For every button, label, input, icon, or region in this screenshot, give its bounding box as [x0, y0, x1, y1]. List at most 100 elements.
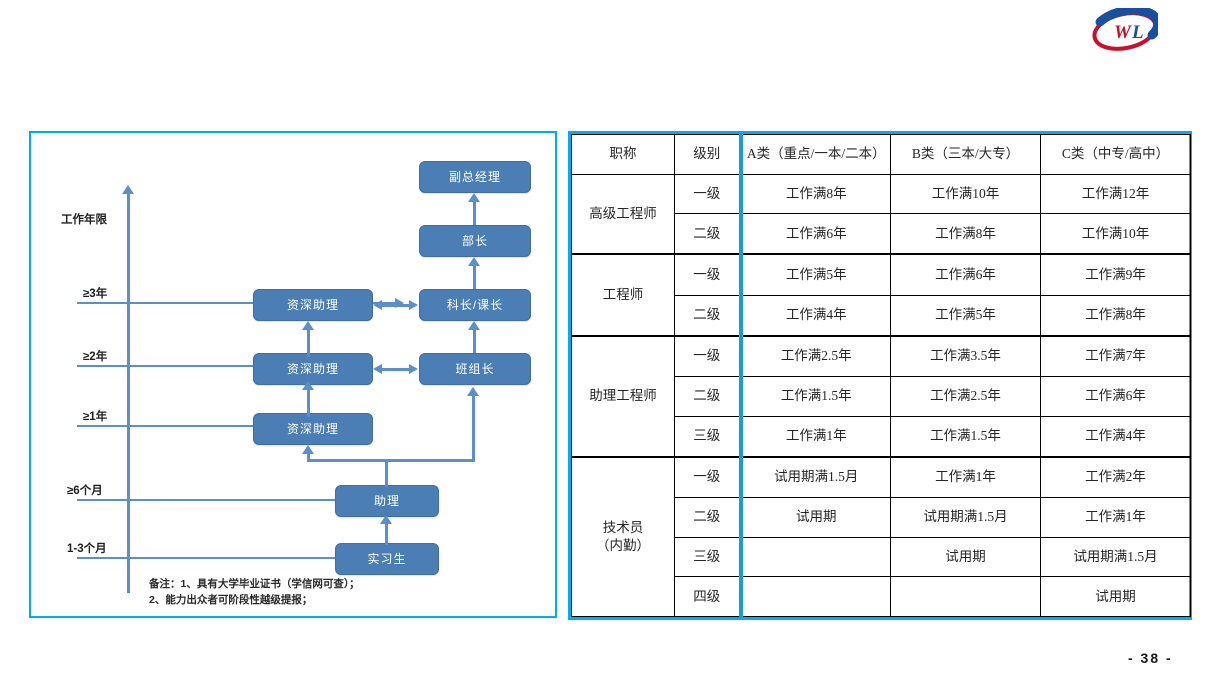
node-intern[interactable]: 实习生 [335, 543, 439, 575]
wl-logo: W L [1092, 5, 1163, 54]
connector-director-to-vicegm [473, 201, 476, 229]
connector-bus-to-teamleader [472, 395, 475, 461]
requirement-cell-a [740, 576, 891, 617]
job-title-cell-2: 助理工程师 [571, 334, 675, 458]
arrow-sa3-left [373, 300, 382, 310]
axis-tick-label-1: ≥2年 [83, 351, 108, 363]
connector-assistant-bus [307, 459, 475, 462]
node-section-chief[interactable]: 科长/课长 [419, 289, 531, 321]
node-director[interactable]: 部长 [419, 225, 531, 257]
connector-teamleader-to-chief [473, 329, 476, 357]
arrow-chief-to-director [468, 257, 480, 266]
page-number: - 38 - [1128, 650, 1173, 666]
table-row: 技术员（内勤）一级试用期满1.5月工作满1年工作满2年 [571, 455, 1191, 617]
table-row: 二级工作满1.5年工作满2.5年工作满6年 [572, 376, 1191, 417]
requirement-cell-c: 工作满9年 [1040, 253, 1191, 296]
tick-line-13m [77, 557, 345, 559]
tick-line-2y [77, 365, 263, 367]
svg-text:W: W [1114, 22, 1132, 43]
requirement-cell-a: 工作满6年 [740, 213, 891, 255]
requirement-cell-b: 试用期满1.5月 [890, 497, 1041, 538]
requirement-cell-b: 工作满3.5年 [890, 334, 1041, 378]
table-row: 助理工程师一级工作满2.5年工作满3.5年工作满7年 [571, 334, 1191, 458]
requirement-cell-b: 工作满1.5年 [890, 415, 1041, 458]
requirement-cell-c: 工作满12年 [1040, 173, 1191, 215]
requirement-cell-a: 工作满8年 [740, 173, 891, 215]
requirement-cell-c: 试用期 [1040, 576, 1191, 617]
node-senior-assistant-1[interactable]: 资深助理 [253, 413, 373, 445]
level-cell: 一级 [674, 253, 743, 296]
requirement-cell-b: 试用期 [890, 536, 1041, 578]
table-header-cell-3: B类（三本/大专） [890, 134, 1041, 175]
table-row: 工程师一级工作满5年工作满6年工作满9年 [571, 253, 1191, 337]
arrow-teamleader-right [409, 364, 418, 374]
level-cell: 一级 [674, 334, 743, 378]
requirement-cell-a: 试用期满1.5月 [740, 455, 891, 499]
tick-line-3y [77, 302, 397, 304]
table-row: 高级工程师一级工作满8年工作满10年工作满12年 [571, 173, 1191, 255]
requirement-cell-a: 工作满2.5年 [740, 334, 891, 378]
axis-tick-label-2: ≥1年 [83, 411, 108, 423]
node-senior-assistant-3[interactable]: 资深助理 [253, 289, 373, 321]
requirement-cell-c: 工作满1年 [1040, 497, 1191, 538]
requirement-cell-c: 工作满6年 [1040, 376, 1191, 417]
table-header-cell-2: A类（重点/一本/二本） [740, 134, 891, 175]
node-senior-assistant-2[interactable]: 资深助理 [253, 353, 373, 385]
requirement-cell-c: 试用期满1.5月 [1040, 536, 1191, 578]
level-cell: 一级 [674, 455, 743, 499]
requirement-cell-a: 工作满1年 [740, 415, 891, 458]
table-header-cell-0: 职称 [571, 134, 675, 175]
requirement-cell-c: 工作满7年 [1040, 334, 1191, 378]
axis-tick-label-3: ≥6个月 [67, 485, 103, 497]
requirement-cell-b: 工作满5年 [890, 294, 1041, 337]
y-axis-line [127, 193, 130, 593]
node-team-leader[interactable]: 班组长 [419, 353, 531, 385]
level-cell: 三级 [674, 536, 743, 578]
arrow-teamleader-to-chief [468, 321, 480, 330]
arrow-sa2-left [373, 364, 382, 374]
table-row: 四级 试用期 [572, 576, 1191, 617]
axis-tick-label-4: 1-3个月 [67, 543, 107, 555]
level-cell: 三级 [674, 415, 743, 458]
connector-assistant-riser [385, 459, 388, 487]
table-header-cell-4: C类（中专/高中） [1040, 134, 1191, 175]
y-axis-arrowhead [122, 185, 134, 194]
requirement-cell-c: 工作满4年 [1040, 415, 1191, 458]
requirement-cell-a: 工作满1.5年 [740, 376, 891, 417]
arrow-intern-to-assistant [380, 515, 392, 524]
job-title-cell-0: 高级工程师 [571, 173, 675, 255]
requirement-cell-c: 工作满8年 [1040, 294, 1191, 337]
level-cell: 二级 [674, 376, 743, 417]
level-cell: 四级 [674, 576, 743, 617]
table-row: 二级工作满4年工作满5年工作满8年 [572, 294, 1191, 337]
arrow-sa2-to-sa3 [302, 321, 314, 330]
requirement-cell-a: 试用期 [740, 497, 891, 538]
level-cell: 二级 [674, 213, 743, 255]
connector-intern-to-assistant [385, 523, 388, 545]
job-title-cell-3: 技术员（内勤） [571, 455, 675, 617]
node-assistant[interactable]: 助理 [335, 485, 439, 517]
link-sa3-chief [381, 304, 411, 307]
connector-sa2-to-sa3 [307, 329, 310, 357]
tick-line-1y [77, 425, 263, 427]
connector-bus-to-sa1 [307, 453, 310, 461]
career-path-diagram: 工作年限 ≥3年 ≥2年 ≥1年 ≥6个月 1-3个月 副总经理 部长 科长/课… [29, 131, 557, 618]
job-title-cell-1: 工程师 [571, 253, 675, 337]
node-vice-gm[interactable]: 副总经理 [419, 161, 531, 193]
requirement-cell-c: 工作满10年 [1040, 213, 1191, 255]
arrow-bus-to-teamleader [467, 387, 479, 396]
arrow-bus-to-sa1 [302, 445, 314, 454]
tick-arrow-3y [395, 298, 404, 308]
arrow-chief-right [409, 300, 418, 310]
requirement-cell-b: 工作满10年 [890, 173, 1041, 215]
arrow-director-to-vicegm [468, 193, 480, 202]
level-cell: 二级 [674, 497, 743, 538]
table-header-cell-1: 级别 [674, 134, 743, 175]
arrow-sa1-to-sa2 [302, 381, 314, 390]
requirement-cell-b: 工作满6年 [890, 253, 1041, 296]
